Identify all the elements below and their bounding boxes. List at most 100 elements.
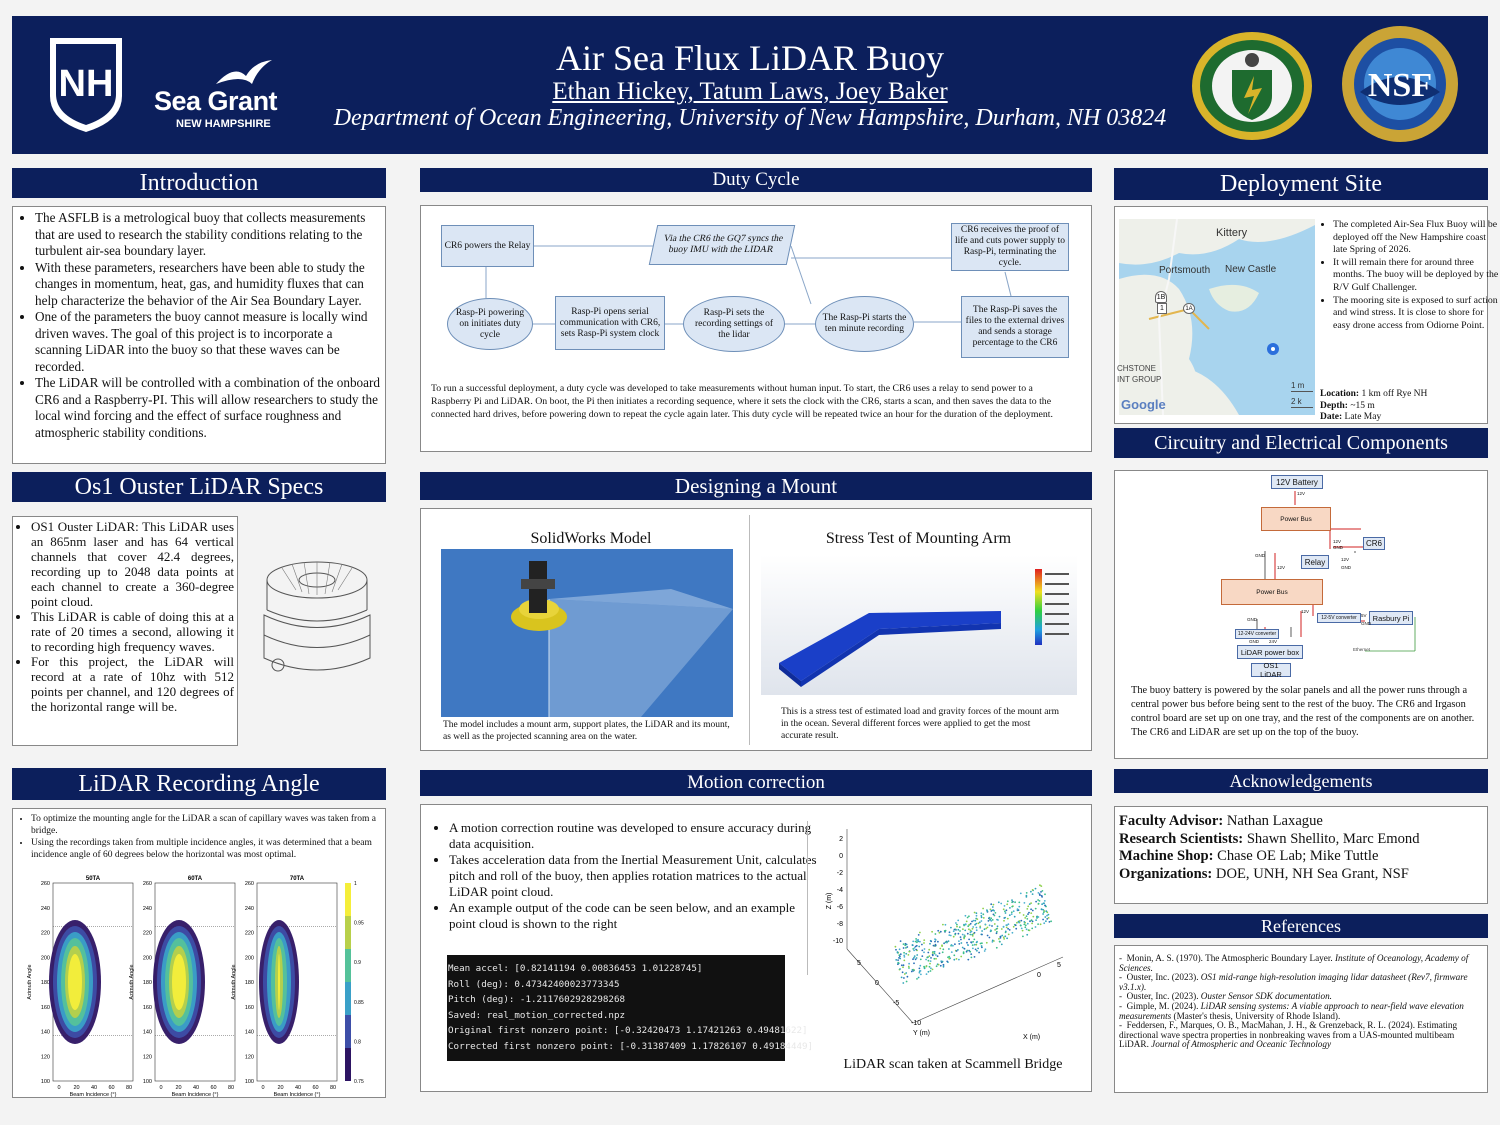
cloud-point — [954, 933, 957, 936]
colorbar-tick: 0.8 — [354, 1039, 361, 1045]
date-label: Date: — [1320, 412, 1343, 422]
cloud-point — [958, 943, 961, 945]
cloud-point — [946, 960, 949, 963]
cloud-point — [960, 942, 963, 944]
heatmap-ytick: 220 — [41, 931, 50, 937]
cloud-point — [915, 957, 918, 959]
cloud-point — [933, 952, 936, 955]
cloud-point — [977, 922, 980, 925]
circuit-label-12v: 12V — [1301, 609, 1310, 614]
heatmap-xlabel: Beam Incidence (°) — [172, 1092, 219, 1098]
cloud-point — [919, 970, 922, 972]
cloud-point — [989, 918, 992, 921]
duty-node-recording-settings: Rasp-Pi sets the recording settings of t… — [683, 296, 785, 352]
heatmap-ytick: 220 — [245, 931, 254, 937]
cloud-point — [1030, 890, 1032, 893]
circuit-label-gnd: GND — [1247, 617, 1257, 622]
cloud-point — [971, 935, 974, 937]
cloud-point — [972, 940, 974, 943]
cloud-point — [915, 944, 918, 947]
cloud-point — [994, 929, 996, 931]
ack-row: Machine Shop: Chase OE Lab; Mike Tuttle — [1119, 848, 1379, 864]
cloud-point — [1020, 927, 1023, 930]
cloud-point — [974, 923, 976, 926]
cloud-point — [978, 951, 980, 954]
motion-title: Motion correction — [687, 772, 825, 793]
cloud-point — [1043, 922, 1046, 925]
cloud-point — [980, 912, 983, 915]
cloud-point — [1038, 900, 1041, 902]
cloud-point — [995, 928, 998, 930]
cloud-point — [991, 939, 994, 942]
cloud-point — [942, 963, 945, 966]
cloud-point — [980, 915, 983, 917]
terminal-line: Mean accel: [0.82141194 0.00836453 1.012… — [448, 963, 703, 974]
cloud-point — [912, 940, 915, 943]
relay-component: Relay — [1301, 555, 1329, 569]
cloud-point — [963, 947, 966, 950]
circuit-label-12v: 12V — [1333, 539, 1342, 544]
cloud-point — [894, 945, 897, 948]
intro-bullet: One of the parameters the buoy cannot me… — [35, 309, 381, 375]
specs-list: OS1 Ouster LiDAR: This LiDAR uses an 865… — [15, 519, 234, 714]
heatmap-ytick: 200 — [41, 955, 50, 961]
cloud-point — [902, 943, 905, 945]
refs-header: References — [1114, 914, 1488, 938]
cloud-point — [952, 944, 954, 947]
location-value: 1 km off Rye NH — [1359, 389, 1428, 399]
cloud-point — [923, 966, 926, 969]
cloud-point — [961, 946, 964, 949]
cloud-point — [958, 940, 960, 942]
cloud-point — [1037, 902, 1040, 905]
cloud-point — [1023, 923, 1026, 926]
cloud-point — [926, 956, 929, 959]
cloud-point — [913, 949, 915, 952]
cloud-point — [917, 934, 920, 936]
cloud-point — [1047, 913, 1050, 916]
cloud-point — [980, 945, 983, 947]
terminal-line: Pitch (deg): -1.2117602928298268 — [448, 994, 626, 1005]
cloud-point — [1044, 904, 1046, 907]
cloud-point — [925, 958, 927, 961]
cloud-point — [955, 922, 957, 924]
heatmap-xtick: 20 — [175, 1085, 181, 1091]
cloud-point — [1037, 923, 1039, 925]
cloud-point — [1006, 937, 1008, 940]
cloud-ytick: 0 — [875, 980, 879, 987]
cloud-point — [985, 927, 988, 930]
cloud-point — [1002, 908, 1005, 911]
cloud-point — [966, 944, 969, 946]
cloud-point — [928, 955, 931, 957]
heatmap-xtick: 80 — [330, 1085, 336, 1091]
heatmap-xtick: 60 — [108, 1085, 114, 1091]
cloud-point — [961, 933, 964, 936]
cloud-point — [970, 941, 972, 944]
cloud-point — [939, 947, 942, 950]
cloud-point — [970, 930, 973, 933]
ack-body: Faculty Advisor: Nathan Laxague Research… — [1114, 806, 1488, 904]
cloud-point — [895, 959, 898, 961]
cloud-point — [1011, 899, 1013, 901]
seagrant-logo: Sea Grant NEW HAMPSHIRE — [154, 60, 304, 130]
specs-bullet: For this project, the LiDAR will record … — [31, 654, 234, 714]
heatmap-xtick: 0 — [261, 1085, 264, 1091]
cloud-point — [906, 946, 909, 948]
colorbar-segment — [345, 1048, 351, 1081]
cloud-point — [1016, 921, 1018, 924]
cloud-point — [1031, 909, 1034, 912]
intro-list: The ASFLB is a metrological buoy that co… — [17, 210, 381, 441]
unh-shield-icon: NH — [50, 38, 122, 132]
location-label: Location: — [1320, 389, 1360, 399]
cloud-point — [1021, 929, 1024, 932]
cloud-point — [1015, 927, 1018, 930]
cloud-point — [955, 958, 958, 960]
cloud-point — [932, 951, 934, 953]
heatmap-xtick: 40 — [91, 1085, 97, 1091]
cloud-point — [943, 942, 945, 945]
cloud-point — [1000, 902, 1003, 905]
cloud-point — [1047, 917, 1050, 919]
cloud-point — [903, 959, 906, 962]
cloud-point — [1008, 929, 1011, 931]
map-land-shapes — [1119, 218, 1315, 416]
cloud-point — [1028, 929, 1031, 932]
